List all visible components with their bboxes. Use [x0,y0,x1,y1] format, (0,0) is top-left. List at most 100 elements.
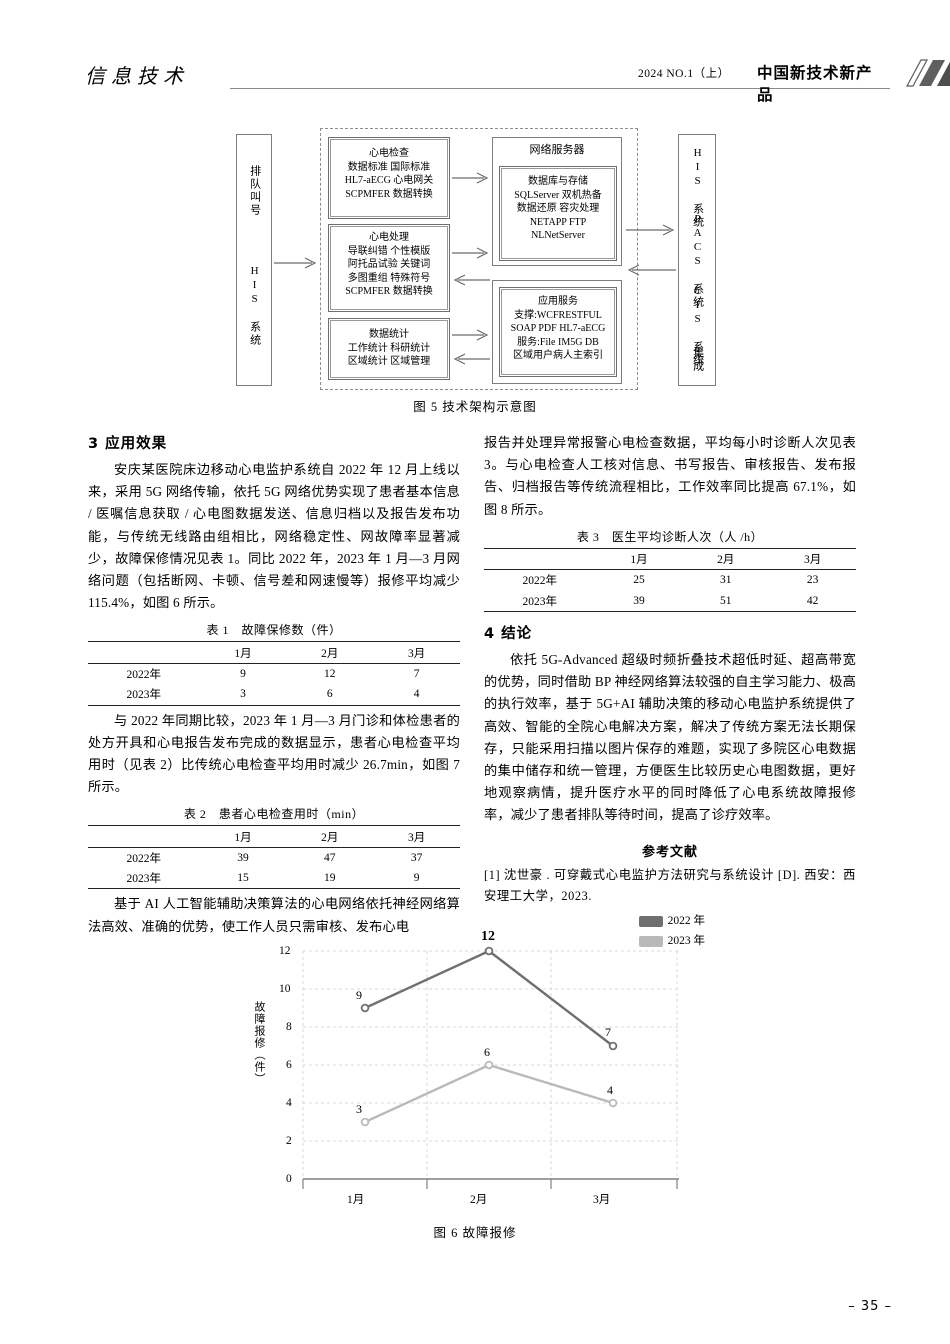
network-server-title: 网络服务器 [529,144,585,156]
table-row: 2023年 39 51 42 [484,590,856,612]
y-tick-10: 10 [279,983,291,995]
ecg-proc-line3: 多图重组 特殊符号 [347,272,431,284]
arrow-processing-to-server [452,246,490,265]
data-label-2022-jan: 9 [356,988,362,1002]
legend-label-2023: 2023 年 [667,935,705,947]
table1-col-2: 2月 [286,641,374,664]
left-text-column: 3 应用效果 安庆某医院床边移动心电监护系统自 2022 年 12 月上线以来，… [88,432,460,939]
table2-r0-c2: 47 [324,851,336,864]
table3: 1月 2月 3月 2022年 25 31 23 2023年 39 51 [484,547,856,612]
app-service-title: 应用服务 [538,296,578,307]
ecg-proc-line1: 导联纠错 个性模版 [347,246,431,258]
chart-plot-area [302,946,679,1189]
page-number: – 35 – [848,1299,892,1314]
arrow-server-to-stats [452,352,490,371]
y-tick-12: 12 [279,945,291,957]
figure5-architecture-diagram: 排队叫号 HIS 系统 心电检查 数据标准 国际标准 HL7-aECG 心电网关… [228,128,728,390]
arrow-his-to-platform [274,256,318,275]
table-row: 2022年 9 12 7 [88,663,460,684]
table-row: 2022年 39 47 37 [88,847,460,868]
table2-col-3: 3月 [373,825,460,848]
app-service-line4: 区域用户病人主索引 [513,349,603,361]
legend-swatch-2023 [638,936,663,947]
db-storage-line1: SQLServer 双机热备 [514,190,602,202]
figure5-caption: 图 5 技术架构示意图 [413,400,537,414]
right-paragraph-1: 报告并处理异常报警心电检查数据，平均每小时诊断人次见表 3。与心电检查人工核对信… [484,435,856,517]
x-tick-2: 3月 [593,1194,611,1206]
table3-col-1: 1月 [595,547,683,571]
table3-wrapper: 表 3 医生平均诊断人次（人 /h） 1月 2月 3月 2022年 25 31 … [484,528,856,612]
table1-r1-c3: 4 [373,684,460,706]
table3-caption: 表 3 医生平均诊断人次（人 /h） [576,529,764,544]
ecg-proc-line4: SCPMFER 数据转换 [345,285,433,297]
ecg-proc-line2: 阿托品试验 关键词 [347,259,431,271]
table2-r0-c1: 39 [237,851,249,864]
ecg-exam-line3: SCPMFER 数据转换 [345,188,433,200]
header-issue: 2024 NO.1（上） [638,68,730,80]
references-heading: 参考文献 [641,844,698,860]
app-service-line1: 支撑:WCFRESTFUL [514,310,602,322]
y-tick-6: 6 [286,1059,292,1071]
reference-item: [1] 沈世豪 . 可穿戴式心电监护方法研究与系统设计 [D]. 西安：西安理工… [484,867,856,903]
app-service-line3: 服务:File IM5G DB [517,336,599,348]
data-stat-line2: 区域统计 区域管理 [347,356,431,368]
table1-r1-c1: 3 [199,684,287,706]
table2-col-2: 2月 [286,825,374,848]
table2-r0-label: 2022年 [126,852,162,865]
x-tick-1: 2月 [470,1194,488,1206]
arrow-stats-to-server [452,328,490,347]
data-label-2023-jan: 3 [356,1102,362,1116]
table1-r1-c2: 6 [286,684,374,706]
table3-col-0 [484,547,596,571]
diagram-box-application-service-outer: 应用服务 支撑:WCFRESTFUL SOAP PDF HL7-aECG 服务:… [492,280,622,384]
right-text-column: 报告并处理异常报警心电检查数据，平均每小时诊断人次见表 3。与心电检查人工核对信… [484,432,856,907]
diagram-box-ecg-exam: 心电检查 数据标准 国际标准 HL7-aECG 心电网关 SCPMFER 数据转… [328,137,450,219]
left-paragraph-3: 基于 AI 人工智能辅助决策算法的心电网络依托神经网络算法高效、准确的优势，使工… [88,896,460,934]
data-stat-title: 数据统计 [369,329,409,340]
table1: 1月 2月 3月 2022年 9 12 7 2023年 3 6 4 [88,641,460,706]
table2-caption: 表 2 患者心电检查用时（min） [183,807,365,822]
table3-col-3: 3月 [769,547,856,571]
chart-legend: 2022 年 2023 年 [638,913,705,953]
table3-r0-c3: 23 [806,574,819,587]
table2-wrapper: 表 2 患者心电检查用时（min） 1月 2月 3月 2022年 39 47 3… [88,805,460,890]
page-header: 信息技术 2024 NO.1（上） 中国新技术新产品 [85,52,950,104]
right-paragraph-2: 依托 5G-Advanced 超级时频折叠技术超低时延、超高带宽的优势，同时借助… [484,651,856,823]
table3-r1-c3: 42 [769,590,856,612]
arrow-exam-to-server [452,171,490,190]
data-label-2023-feb: 6 [484,1045,490,1059]
y-tick-8: 8 [286,1021,292,1033]
y-tick-2: 2 [286,1135,292,1147]
table2: 1月 2月 3月 2022年 39 47 37 2023年 15 19 [88,825,460,890]
ecg-exam-line1: 数据标准 国际标准 [347,162,431,174]
diagram-box-ecg-processing: 心电处理 导联纠错 个性模版 阿托品试验 关键词 多图重组 特殊符号 SCPMF… [328,224,450,312]
app-service-line2: SOAP PDF HL7-aECG [510,323,606,335]
y-tick-4: 4 [286,1097,292,1109]
chart-y-axis-label: 故障报修（件） [253,1001,265,1085]
left-paragraph-1: 安庆某医院床边移动心电监护系统自 2022 年 12 月上线以来，采用 5G 网… [88,462,460,611]
diagram-box-application-service: 应用服务 支撑:WCFRESTFUL SOAP PDF HL7-aECG 服务:… [499,287,617,377]
ecg-exam-title: 心电检查 [369,148,409,159]
table-row: 2022年 25 31 23 [484,570,856,591]
table3-r1-label: 2023年 [484,590,596,612]
diagram-platform-group [320,128,638,390]
figure6-caption: 图 6 故障报修 [433,1226,517,1240]
data-label-2022-mar: 7 [605,1025,611,1039]
table2-r1-c3: 9 [373,868,460,890]
diagram-box-database-storage: 数据库与存储 SQLServer 双机热备 数据还原 容灾处理 NETAPP F… [499,166,617,261]
system-label-his: HIS 系统 [691,147,704,229]
data-label-2023-mar: 4 [607,1083,613,1097]
system-label-integration: 集成 [691,347,704,373]
table1-r1-label: 2023年 [88,684,200,706]
arrow-systems-to-server [626,263,676,282]
table2-r1-label: 2023年 [88,868,200,890]
x-tick-0: 1月 [347,1194,365,1206]
table2-col-0 [88,825,200,848]
table-row: 2023年 15 19 9 [88,868,460,890]
header-rule [230,88,890,89]
db-storage-line2: 数据还原 容灾处理 [516,203,600,215]
y-tick-0: 0 [286,1173,292,1185]
table3-col-2: 2月 [682,547,770,571]
table1-r0-c2: 12 [324,667,336,680]
